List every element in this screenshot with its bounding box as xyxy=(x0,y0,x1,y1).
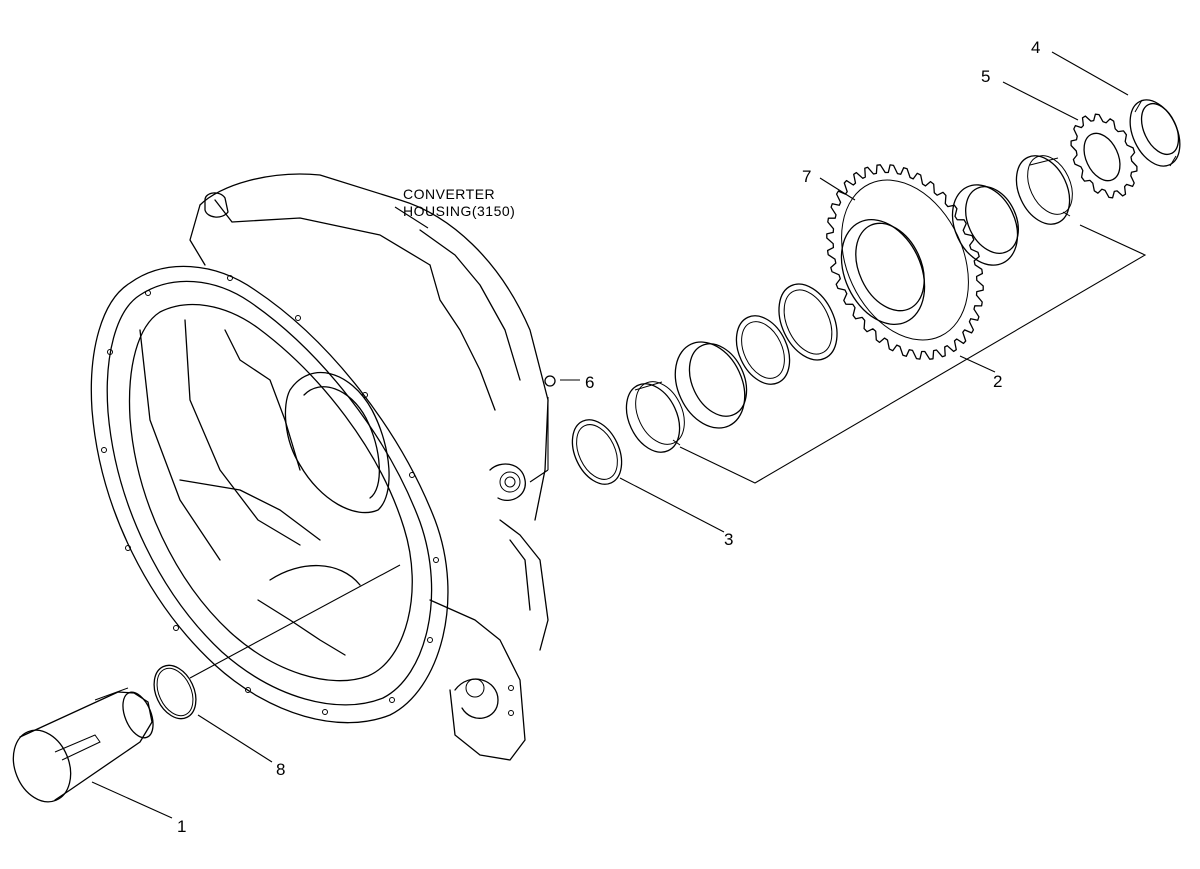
part-5-lock-washer xyxy=(1070,113,1138,199)
callout-5: 5 xyxy=(981,67,990,86)
housing-label: CONVERTER HOUSING(3150) xyxy=(394,186,515,229)
housing-label-line1: CONVERTER xyxy=(403,186,495,202)
callout-4: 4 xyxy=(1031,38,1040,57)
callout-2: 2 xyxy=(993,372,1002,391)
part-2-bearing-assembly xyxy=(625,155,1147,484)
part-1-sleeve xyxy=(12,687,154,803)
part-8-o-ring xyxy=(153,664,197,720)
callout-numbers: 1 2 3 4 5 6 7 8 xyxy=(177,38,1040,836)
flange-bolt-holes xyxy=(101,275,439,715)
housing-label-line2: HOUSING(3150) xyxy=(403,203,515,219)
part-7-gear xyxy=(826,164,984,360)
converter-housing xyxy=(90,173,549,761)
callout-3: 3 xyxy=(724,530,733,549)
part-4-nut xyxy=(1129,99,1181,167)
callout-1: 1 xyxy=(177,817,186,836)
callout-leaders xyxy=(91,51,1129,819)
part-3-snap-ring xyxy=(571,419,623,485)
callout-8: 8 xyxy=(276,760,285,779)
callout-6: 6 xyxy=(585,373,594,392)
callout-7: 7 xyxy=(802,167,811,186)
part-6-ball xyxy=(529,375,556,483)
